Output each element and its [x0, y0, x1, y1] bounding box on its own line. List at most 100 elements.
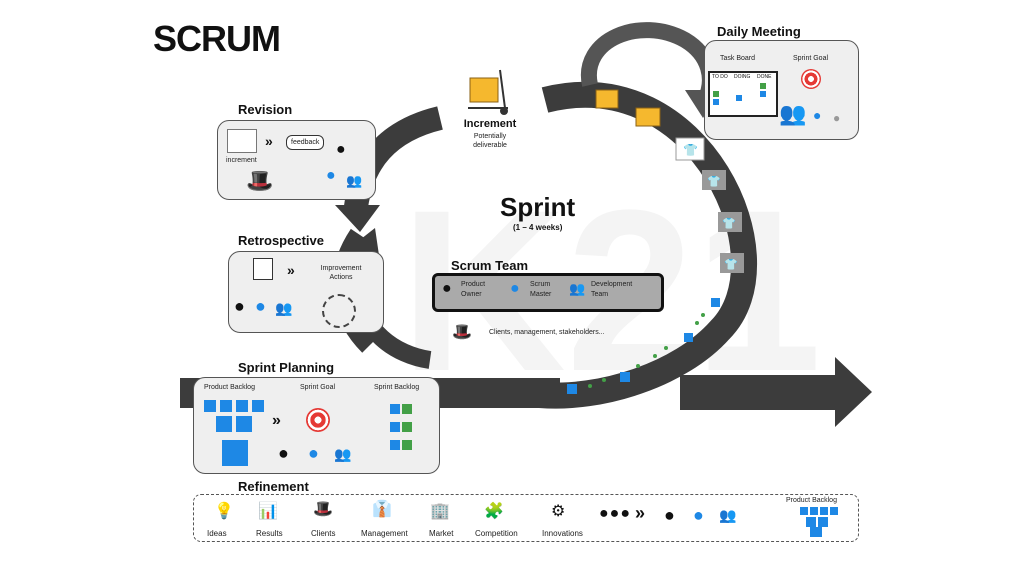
sprint-goal-label: Sprint Goal — [300, 384, 336, 391]
ellipsis-icon: ●●● — [599, 505, 631, 522]
innovations-icon: ⚙ — [551, 503, 566, 520]
sticky-note — [390, 422, 400, 432]
sticky-note — [810, 527, 822, 537]
revision-title: Revision — [238, 102, 293, 117]
sprint-backlog-label: Sprint Backlog — [374, 384, 420, 391]
clients-icon: 🎩 — [246, 168, 274, 193]
improvement-label-2: Actions — [329, 274, 353, 281]
results-chart-icon: 📊 — [258, 503, 278, 520]
target-icon — [306, 408, 330, 432]
refinement-item-management: Management — [361, 529, 408, 538]
sprint-goal-label: Sprint Goal — [793, 55, 829, 62]
product-backlog-label: Product Backlog — [204, 384, 255, 391]
revision-arrowhead — [335, 205, 380, 232]
refinement-item-clients: Clients — [311, 529, 336, 538]
product-owner-label-1: Product — [461, 281, 486, 288]
dev-team-icon: 👥 — [334, 446, 352, 462]
arc-dot-icon — [636, 364, 640, 368]
task-board-col-done: DONE — [757, 74, 772, 80]
sprint-planning-box: Product Backlog Sprint Goal Sprint Backl… — [193, 377, 440, 474]
scrum-master-icon: ● — [510, 280, 520, 297]
dev-team-icon: 👥 — [569, 281, 586, 296]
sticky-note — [713, 99, 719, 105]
product-owner-icon: ● — [664, 505, 675, 525]
sticky-note — [222, 440, 248, 466]
sprint-planning-title: Sprint Planning — [238, 360, 335, 375]
product-owner-icon: ● — [336, 141, 346, 158]
arc-sticky-icon — [567, 384, 577, 394]
scrum-master-icon: ● — [326, 167, 336, 184]
scrum-master-label-1: Scrum — [530, 281, 551, 288]
increment-cart-icon — [468, 69, 508, 115]
task-board-label: Task Board — [720, 55, 756, 62]
refinement-product-backlog-label: Product Backlog — [786, 497, 837, 504]
sticky-note — [402, 404, 412, 414]
product-owner-icon: ● — [278, 443, 289, 463]
sticky-note — [810, 507, 818, 515]
sprint-duration: (1 – 4 weeks) — [513, 223, 563, 232]
refinement-item-market: Market — [429, 529, 454, 538]
competition-icon: 🧩 — [484, 503, 504, 520]
clients-icon: 🎩 — [313, 501, 333, 518]
sticky-note — [713, 91, 719, 97]
output-arrow — [680, 357, 872, 427]
arc-sticky-icon — [684, 333, 693, 342]
sticky-note — [236, 400, 248, 412]
sticky-note — [390, 440, 400, 450]
chevrons-icon: » — [287, 262, 295, 278]
sticky-note — [402, 440, 412, 450]
scrum-master-icon: ● — [255, 296, 266, 316]
arc-box-icon — [595, 89, 619, 109]
chevrons-icon: » — [272, 412, 281, 429]
retrospective-box: » Improvement Actions ● ● 👥 — [228, 251, 384, 333]
chevrons-icon: » — [265, 133, 273, 149]
arc-sticky-icon — [711, 298, 720, 307]
scrum-master-label-2: Master — [530, 291, 552, 298]
improvement-label-1: Improvement — [320, 265, 362, 272]
arc-box-icon — [635, 107, 661, 127]
sticky-note — [220, 400, 232, 412]
arc-shirt-icon — [720, 253, 744, 273]
sticky-note — [252, 400, 264, 412]
refinement-box: 💡 Ideas 📊 Results 🎩 Clients 👔 Management… — [193, 494, 859, 542]
person-icon: ● — [833, 111, 841, 125]
refinement-title: Refinement — [238, 479, 309, 494]
dev-team-icon: 👥 — [275, 300, 293, 316]
refinement-item-innovations: Innovations — [542, 529, 583, 538]
sticky-note — [736, 95, 742, 101]
management-icon: 👔 — [372, 501, 392, 518]
scrum-master-icon: ● — [308, 443, 319, 463]
sticky-note — [402, 422, 412, 432]
dev-team-label-1: Development — [591, 281, 633, 288]
sticky-note — [236, 416, 252, 432]
stakeholders-icon: 🎩 — [452, 324, 472, 341]
increment-subtitle-1: Potentially — [473, 133, 507, 140]
task-board-col-todo: TO DO — [712, 74, 728, 80]
sticky-note — [216, 416, 232, 432]
refinement-item-competition: Competition — [475, 529, 518, 538]
arc-dot-icon — [664, 346, 668, 350]
retrospective-title: Retrospective — [238, 233, 324, 248]
arc-task-icons: 👕 👕 👕 👕 — [567, 89, 744, 394]
sticky-note — [830, 507, 838, 515]
page-title: SCRUM — [153, 18, 281, 59]
sticky-note — [806, 517, 816, 527]
product-owner-icon: ● — [442, 280, 452, 297]
product-owner-label-2: Owner — [461, 291, 482, 298]
revision-box: increment » feedback 🎩 ● ● 👥 — [217, 120, 376, 200]
scrum-team-title: Scrum Team — [451, 258, 529, 273]
svg-text:👕: 👕 — [724, 258, 738, 271]
arc-dot-icon — [602, 378, 606, 382]
daily-meeting-box: Task Board Sprint Goal TO DO DOING DONE … — [704, 40, 859, 140]
svg-text:👕: 👕 — [707, 175, 721, 188]
product-owner-icon: ● — [234, 296, 245, 316]
team-icon: 👥 — [779, 101, 807, 126]
scrum-master-icon: ● — [693, 505, 704, 525]
refinement-item-ideas: Ideas — [207, 529, 227, 538]
sticky-note — [760, 83, 766, 89]
chevrons-icon: » — [635, 503, 646, 523]
refinement-item-results: Results — [256, 529, 283, 538]
cycle-chart-icon — [322, 294, 356, 328]
task-board: TO DO DOING DONE — [708, 71, 778, 117]
daily-meeting-title: Daily Meeting — [717, 24, 801, 39]
